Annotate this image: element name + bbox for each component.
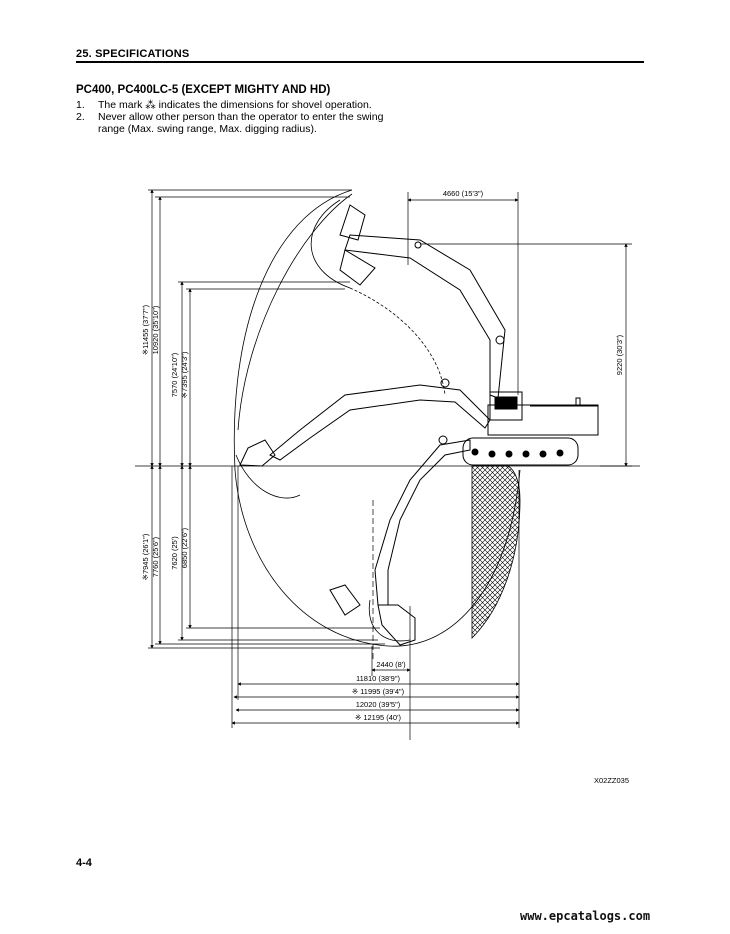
right-dimension-line (420, 243, 632, 467)
dim-bottom-5: ※ 12195 (40') (355, 713, 402, 722)
excavator-machine (462, 391, 599, 466)
header-rule (76, 61, 644, 63)
shovel-mark-icon: ⁂ (145, 99, 156, 111)
dim-left-upper-3: 7570 (24'10") (170, 352, 179, 397)
note-1: 1. The mark ⁂ indicates the dimensions fo… (76, 99, 372, 111)
max-reach-arc (237, 193, 353, 431)
note-2: 2. Never allow other person than the oper… (76, 111, 383, 135)
dim-bottom-4: 12020 (39'5") (356, 700, 401, 709)
page-number: 4-4 (76, 857, 92, 869)
note-1-text-before: The mark (98, 99, 146, 111)
dim-left-lower-3: 7620 (25') (170, 536, 179, 570)
dim-left-lower-2: 7760 (25'6") (151, 536, 160, 577)
watermark-url: www.epcatalogs.com (520, 909, 651, 923)
figure-code: X02ZZ035 (594, 776, 630, 785)
bucket-arc-top (310, 199, 351, 289)
dim-bottom-1: 2440 (8') (376, 660, 406, 669)
dim-left-upper-1: ※11455 (37'7") (141, 304, 150, 355)
model-title: PC400, PC400LC-5 (EXCEPT MIGHTY AND HD) (76, 84, 331, 96)
arm-arc (349, 287, 446, 396)
left-dimension-lines (148, 189, 385, 649)
dim-left-upper-4: ※7395 (24'3") (180, 351, 189, 398)
operator-cab (489, 391, 523, 421)
dim-right-height: 9220 (30'3") (615, 334, 624, 375)
boom-lower-position (329, 435, 471, 646)
dim-left-lower-1: ※7945 (26'1") (141, 533, 150, 580)
bottom-dimension-lines (231, 466, 520, 728)
dim-left-lower-4: 6850 (22'6") (180, 527, 189, 568)
boom-middle-position (239, 378, 491, 467)
note-2-number: 2. (76, 111, 85, 123)
note-1-text-after: indicates the dimensions for shovel oper… (155, 99, 372, 111)
note-2-line-1: Never allow other person than the operat… (98, 111, 384, 123)
note-2-line-2: range (Max. swing range, Max. digging ra… (98, 123, 317, 135)
bucket-arc-bottom (368, 599, 411, 642)
swing-zone-hatch (471, 465, 521, 639)
dim-bottom-2: 11810 (38'9") (356, 674, 400, 683)
upper-structure (487, 404, 599, 436)
section-title: 25. SPECIFICATIONS (76, 48, 190, 60)
dim-bottom-3: ※ 11995 (39'4") (352, 687, 405, 696)
boom-upper-position (339, 204, 506, 399)
dim-left-upper-2: 10920 (35'10") (151, 305, 160, 354)
note-1-number: 1. (76, 99, 85, 111)
dim-top-width: 4660 (15'3") (443, 189, 484, 198)
cab-window (494, 396, 518, 410)
top-dimension-line (407, 192, 519, 395)
